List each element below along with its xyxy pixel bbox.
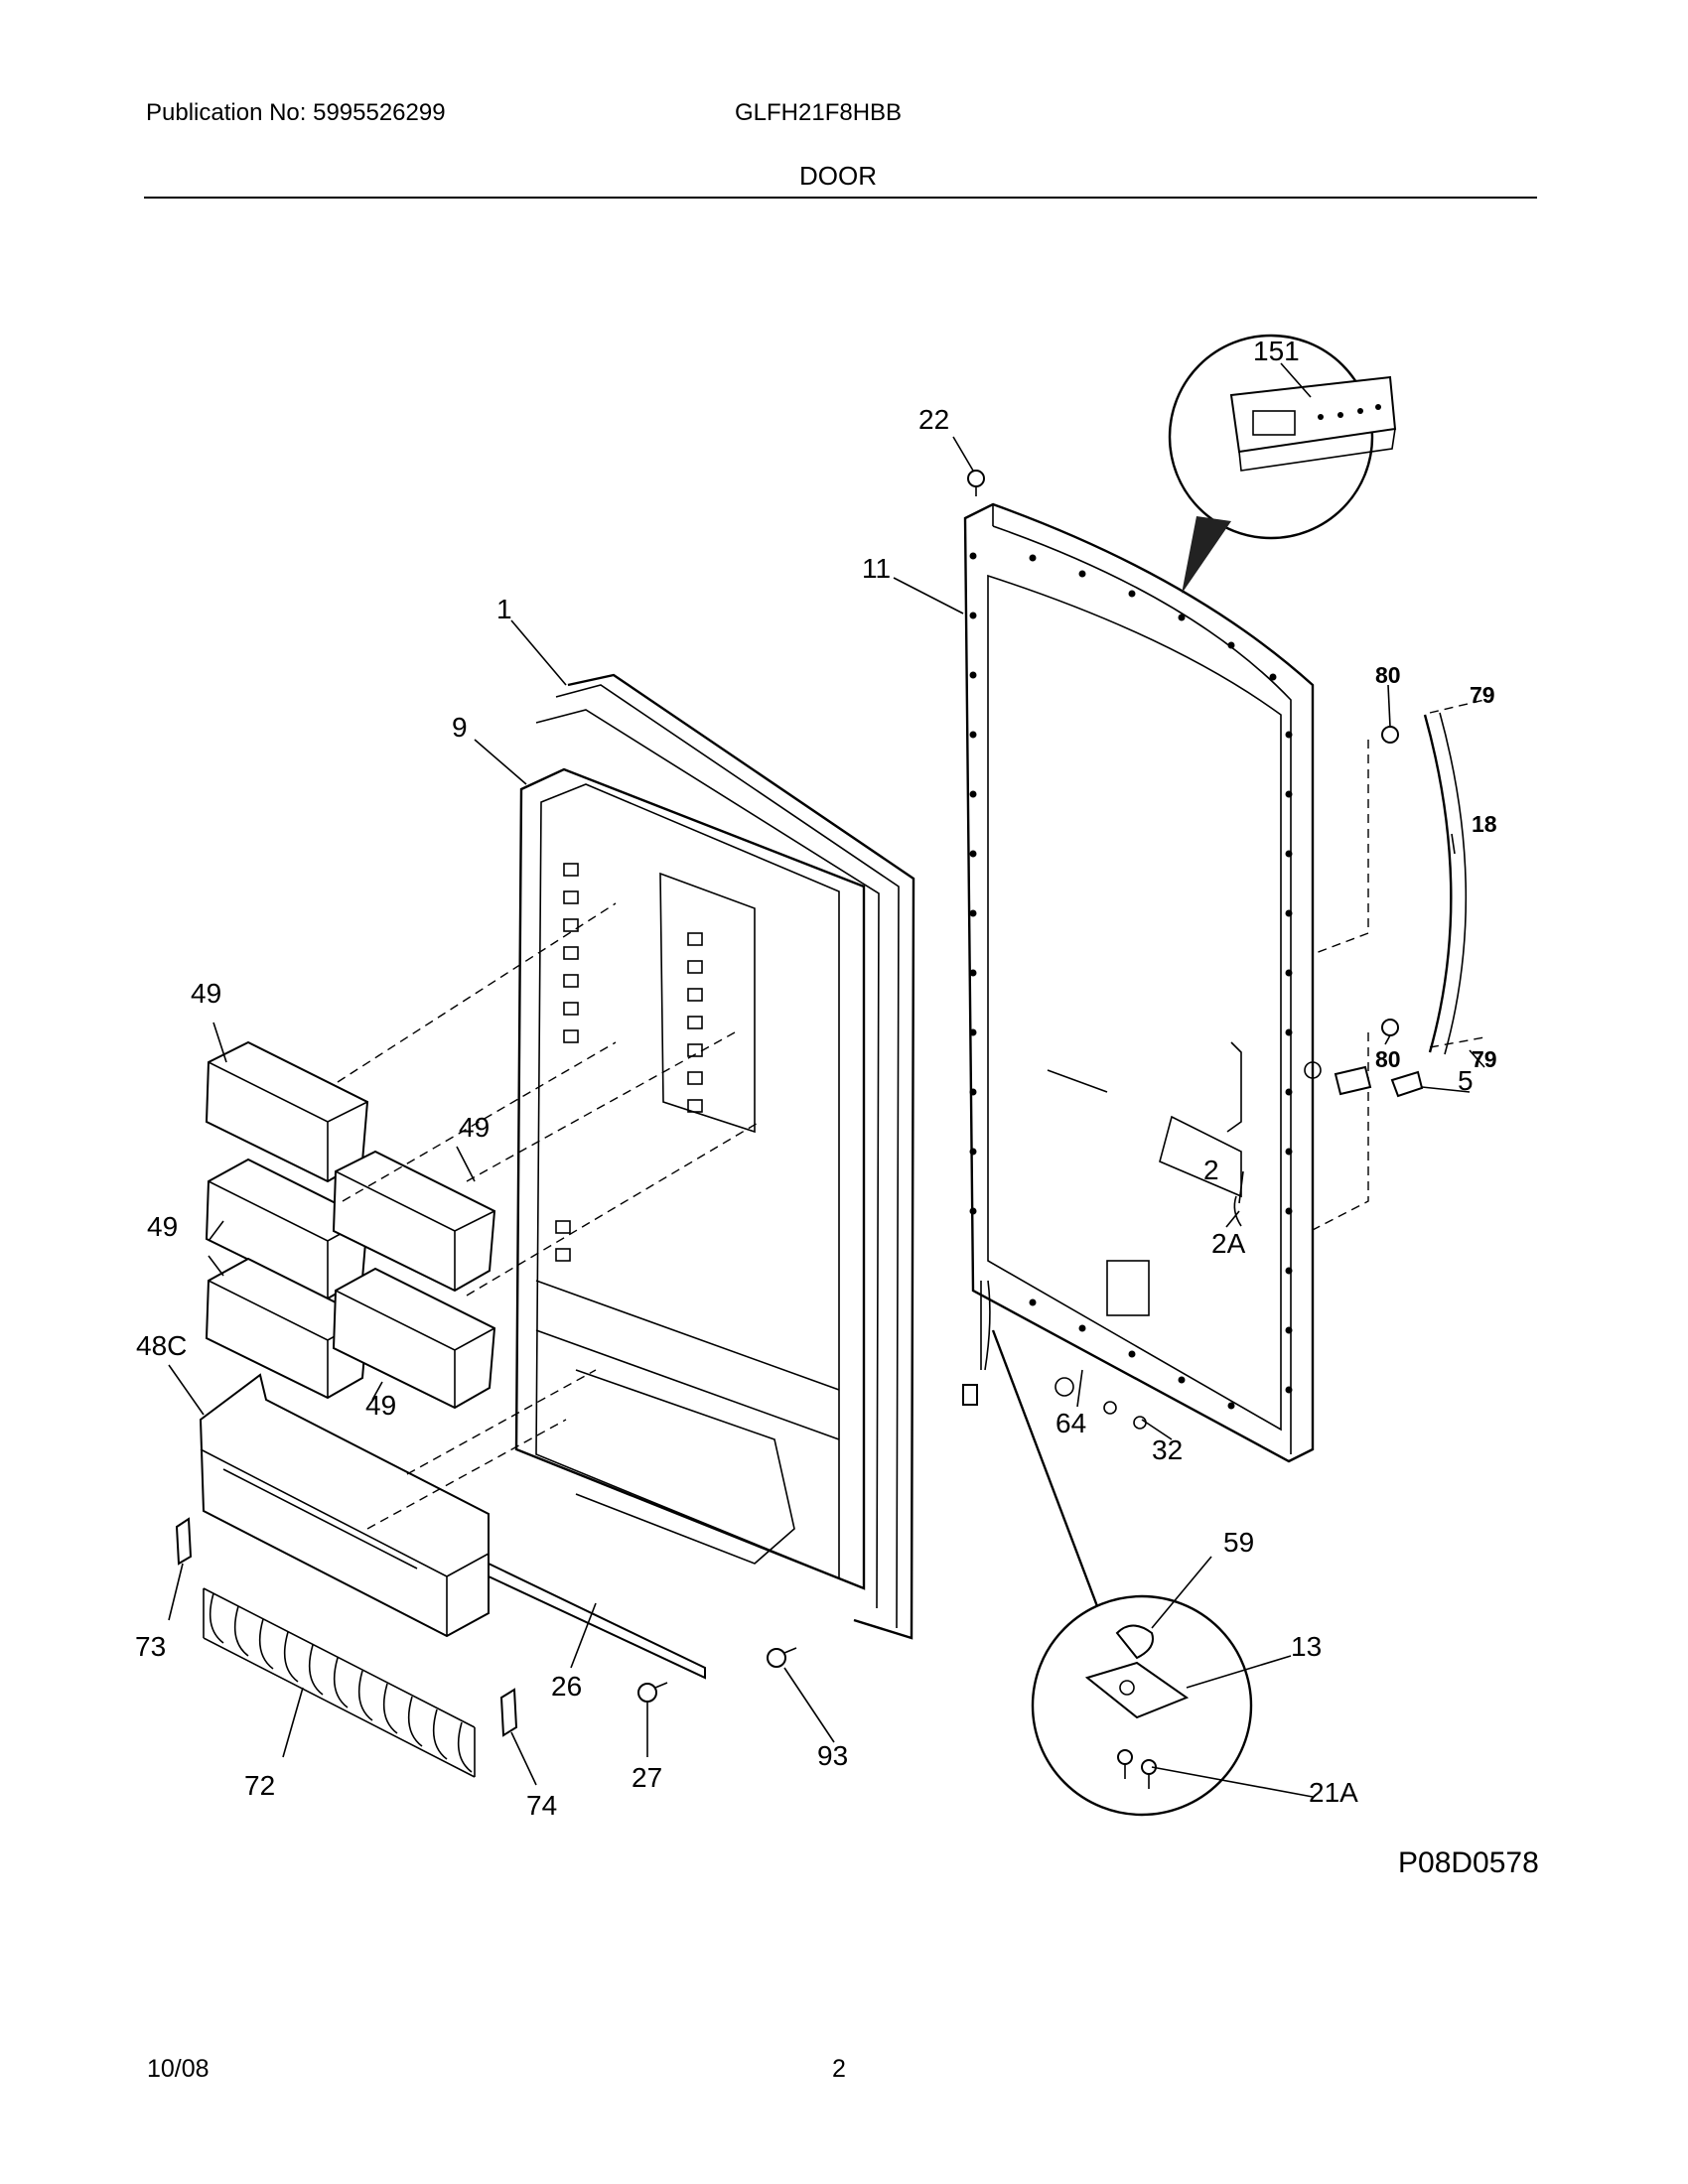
- wire-shelf: [175, 1517, 518, 1778]
- publication-number: Publication No: 5995526299: [146, 99, 446, 126]
- callout-32: 32: [1152, 1434, 1183, 1465]
- callout-73: 73: [135, 1631, 166, 1662]
- assembly-lines: [337, 902, 761, 1530]
- callout-79-bottom: 79: [1472, 1046, 1497, 1072]
- callout-151: 151: [1253, 336, 1300, 366]
- left-shelf-support: [175, 1517, 193, 1566]
- callout-21A: 21A: [1309, 1777, 1358, 1808]
- callout-22: 22: [918, 404, 949, 435]
- callout-72: 72: [244, 1770, 275, 1801]
- hinge-wiring: [962, 1069, 1242, 1607]
- callout-18: 18: [1472, 811, 1497, 837]
- right-shelf-support: [499, 1688, 518, 1737]
- callout-49-top: 49: [191, 978, 221, 1009]
- dairy-bin: [199, 1373, 490, 1638]
- liner-screws: [637, 1647, 797, 1703]
- callout-74: 74: [526, 1790, 557, 1821]
- callout-1: 1: [496, 594, 512, 624]
- callout-79-top: 79: [1470, 682, 1495, 708]
- callout-26: 26: [551, 1671, 582, 1702]
- diagram-code: P08D0578: [1398, 1846, 1539, 1879]
- section-title: DOOR: [799, 161, 877, 191]
- callout-49-left: 49: [147, 1211, 178, 1242]
- callout-80-bottom: 80: [1375, 1046, 1401, 1072]
- callout-93: 93: [817, 1740, 848, 1771]
- callout-2A: 2A: [1211, 1228, 1246, 1259]
- door-liner: [514, 673, 915, 1640]
- hinge-inset: [1031, 1594, 1253, 1817]
- shelf-tabs: [555, 863, 703, 1262]
- callout-80-top: 80: [1375, 662, 1401, 688]
- door-bins: [205, 1040, 496, 1410]
- callout-49-bottom: 49: [365, 1390, 396, 1421]
- callout-59: 59: [1223, 1527, 1254, 1558]
- callout-11: 11: [862, 553, 891, 584]
- door-handle: [1304, 699, 1485, 1232]
- callout-9: 9: [452, 712, 468, 743]
- callout-labels: 151 22 11 1 9 80 79 18 80 79 5 2 2A 49 4…: [135, 336, 1497, 1821]
- callout-64: 64: [1055, 1408, 1086, 1438]
- outer-door-panel: [963, 502, 1315, 1463]
- callout-5: 5: [1458, 1065, 1474, 1096]
- control-panel-inset: [1168, 334, 1397, 594]
- panel-rivets: [969, 552, 1293, 1410]
- page-number: 2: [832, 2055, 846, 2083]
- trim-strip: [488, 1562, 706, 1680]
- top-screw: [952, 436, 985, 496]
- callout-48C: 48C: [136, 1330, 187, 1361]
- handle-bracket: [1226, 1041, 1242, 1133]
- callout-49-right: 49: [459, 1112, 490, 1143]
- footer-date: 10/08: [147, 2055, 210, 2083]
- header-rule: [144, 197, 1537, 199]
- callout-13: 13: [1291, 1631, 1322, 1662]
- callout-2: 2: [1203, 1155, 1219, 1185]
- leader-lines: [168, 577, 1485, 1798]
- callout-27: 27: [632, 1762, 662, 1793]
- model-number: GLFH21F8HBB: [735, 99, 903, 126]
